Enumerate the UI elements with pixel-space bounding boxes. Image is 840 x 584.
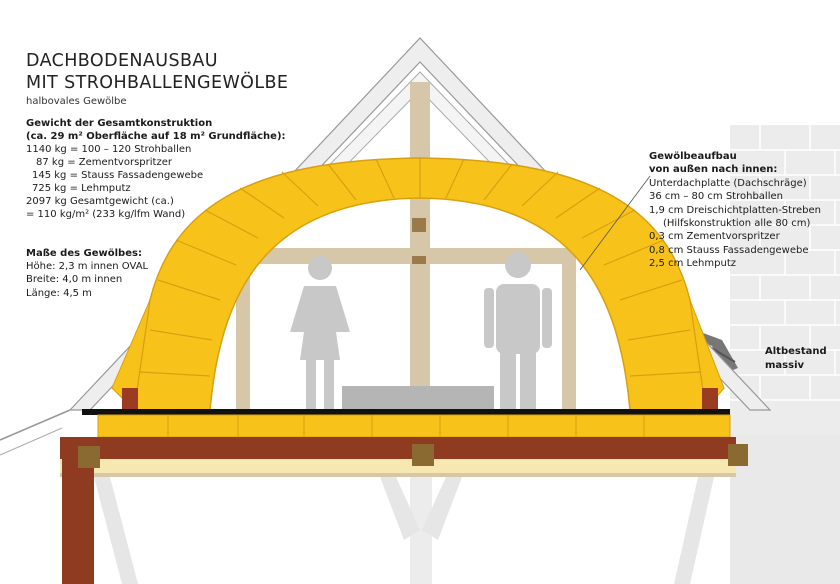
floor-build-up <box>60 409 736 477</box>
build-up-line: 2,5 cm Lehmputz <box>649 258 736 270</box>
person-man-icon <box>484 252 552 410</box>
lower-timber-structure <box>62 437 748 584</box>
weight-heading-2: (ca. 29 m² Oberfläche auf 18 m² Grundflä… <box>26 131 286 142</box>
drawing-subtitle: halbovales Gewölbe <box>26 96 127 107</box>
dimension-line: Höhe: 2,3 m innen OVAL <box>26 261 149 273</box>
weight-heading-1: Gewicht der Gesamtkonstruktion <box>26 118 213 129</box>
dimension-line: Breite: 4,0 m innen <box>26 274 123 286</box>
dimension-line: Länge: 4,5 m <box>26 287 92 299</box>
build-up-heading-2: von außen nach innen: <box>649 164 778 176</box>
existing-label-line-1: Altbestand <box>765 346 827 357</box>
title-line-1: DACHBODENAUSBAU <box>26 51 218 71</box>
build-up-heading-1: Gewölbeaufbau <box>649 151 737 162</box>
bed-block <box>342 386 494 412</box>
build-up-note: (Hilfskonstruktion alle 80 cm) <box>663 218 811 230</box>
build-up-line: 0,3 cm Zementvorspritzer <box>649 231 780 243</box>
weight-line: = 110 kg/m² (233 kg/lfm Wand) <box>26 209 186 220</box>
weight-line: 2097 kg Gesamtgewicht (ca.) <box>26 196 174 207</box>
build-up-line: 36 cm – 80 cm Strohballen <box>649 191 783 203</box>
drawing-title: DACHBODENAUSBAU MIT STROHBALLENGEWÖLBE <box>26 50 288 94</box>
existing-wall-label: Altbestand massiv <box>765 345 827 373</box>
build-up-leader-line <box>579 175 651 271</box>
vault-build-up: Gewölbeaufbau von außen nach innen: Unte… <box>649 150 821 271</box>
weight-summary: Gewicht der Gesamtkonstruktion (ca. 29 m… <box>26 117 286 221</box>
dimensions-heading: Maße des Gewölbes: <box>26 248 142 259</box>
weight-line: 1140 kg = 100 – 120 Strohballen <box>26 144 192 155</box>
vault-dimensions: Maße des Gewölbes: Höhe: 2,3 m innen OVA… <box>26 247 148 300</box>
person-woman-icon <box>290 256 350 410</box>
weight-line: 145 kg = Stauss Fassadengewebe <box>32 170 204 181</box>
build-up-line: Unterdachplatte (Dachschräge) <box>649 177 807 189</box>
build-up-line: 1,9 cm Dreischichtplatten-Streben <box>649 204 821 216</box>
weight-line: 87 kg = Zementvorspritzer <box>36 157 172 168</box>
existing-masonry-wall <box>730 125 840 584</box>
weight-line: 725 kg = Lehmputz <box>32 183 131 194</box>
existing-label-line-2: massiv <box>765 360 805 371</box>
title-line-2: MIT STROHBALLENGEWÖLBE <box>26 73 289 93</box>
straw-bale-vault <box>111 157 725 412</box>
build-up-line: 0,8 cm Stauss Fassadengewebe <box>649 244 809 256</box>
